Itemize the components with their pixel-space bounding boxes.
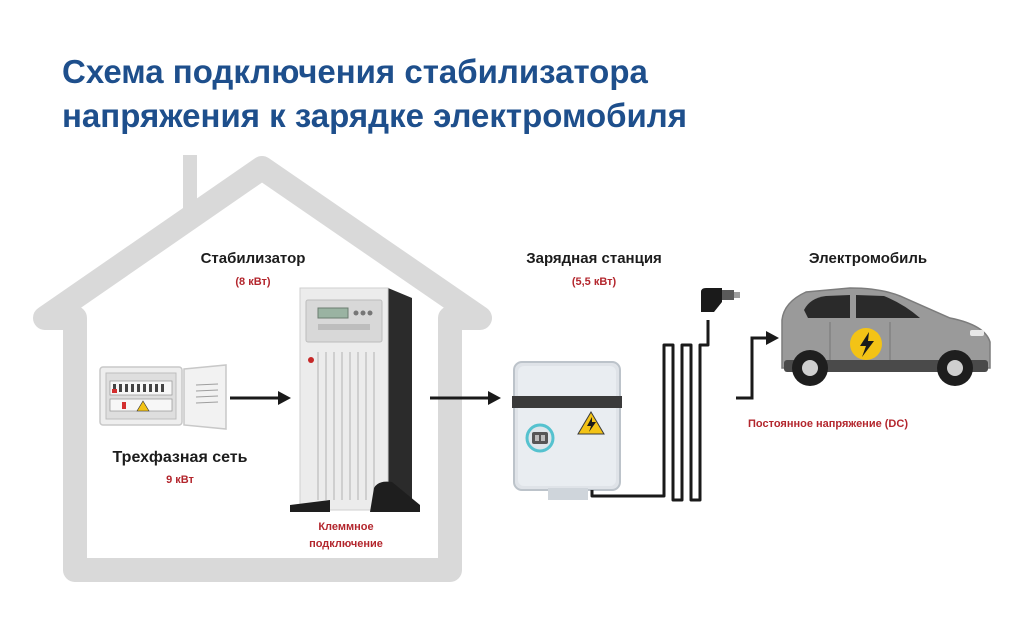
stabilizer-power: (8 кВт) bbox=[235, 276, 271, 288]
terminal-note-line-1: Клеммное bbox=[318, 521, 374, 533]
arrow-to-car bbox=[736, 331, 779, 400]
house-outline bbox=[33, 156, 492, 582]
electrical-panel bbox=[99, 364, 227, 430]
charger-label: Зарядная станция bbox=[526, 250, 662, 267]
title-line-1: Схема подключения стабилизатора bbox=[62, 53, 648, 90]
charging-station bbox=[512, 361, 622, 500]
dc-note: Постоянное напряжение (DC) bbox=[748, 418, 908, 430]
charging-cable bbox=[590, 320, 710, 502]
stabilizer-unit bbox=[290, 287, 420, 512]
car-label: Электромобиль bbox=[808, 250, 928, 267]
electric-car bbox=[781, 287, 991, 386]
house-chimney bbox=[183, 155, 197, 215]
diagram-title: Схема подключения стабилизатора напряжен… bbox=[62, 50, 822, 138]
grid-label: Трехфазная сеть bbox=[112, 449, 248, 466]
terminal-note-line-2: подключение bbox=[309, 538, 383, 550]
arrow-stabilizer-to-charger bbox=[430, 391, 501, 405]
arrow-panel-to-stabilizer bbox=[230, 391, 291, 405]
stabilizer-label: Стабилизатор bbox=[200, 250, 306, 267]
charger-power: (5,5 кВт) bbox=[571, 276, 617, 288]
grid-power: 9 кВт bbox=[166, 474, 194, 486]
title-line-2: напряжения к зарядке электромобиля bbox=[62, 97, 687, 134]
charging-connector bbox=[701, 288, 740, 312]
